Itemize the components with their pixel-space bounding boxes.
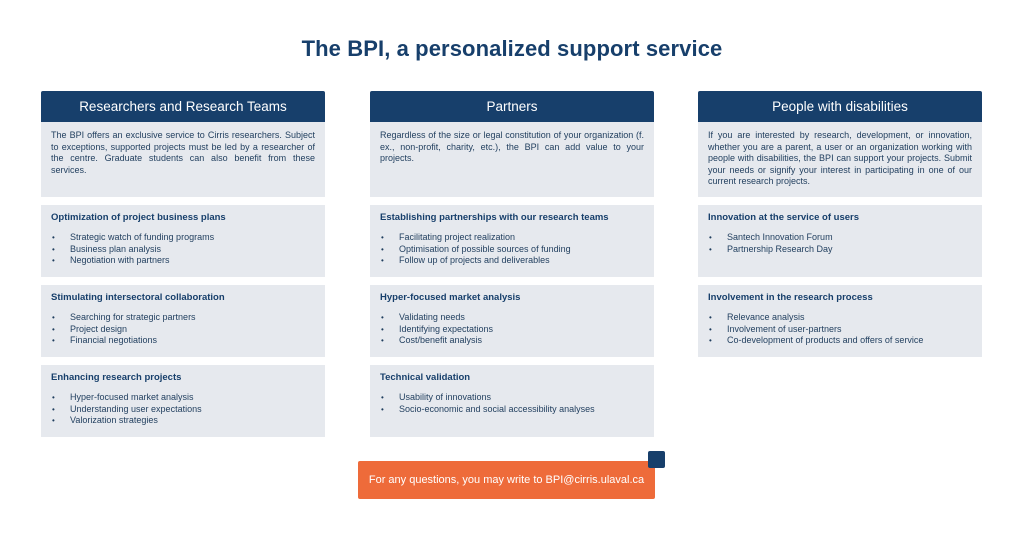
list-item: Financial negotiations (51, 335, 315, 347)
list-item: Usability of innovations (380, 392, 644, 404)
card-title: Involvement in the research process (708, 292, 873, 303)
list-item: Socio-economic and social accessibility … (380, 404, 644, 416)
service-card: Optimization of project business plans S… (41, 205, 325, 277)
card-title: Stimulating intersectoral collaboration (51, 292, 225, 303)
list-item: Partnership Research Day (708, 244, 972, 256)
service-card: Involvement in the research process Rele… (698, 285, 982, 357)
list-item: Involvement of user-partners (708, 324, 972, 336)
card-title: Establishing partnerships with our resea… (380, 212, 609, 223)
list-item: Strategic watch of funding programs (51, 232, 315, 244)
service-list: Santech Innovation Forum Partnership Res… (708, 232, 972, 255)
list-item: Facilitating project realization (380, 232, 644, 244)
service-list: Usability of innovations Socio-economic … (380, 392, 644, 415)
list-item: Co-development of products and offers of… (708, 335, 972, 347)
list-item: Valorization strategies (51, 415, 315, 427)
service-list: Facilitating project realization Optimis… (380, 232, 644, 267)
service-card: Hyper-focused market analysis Validating… (370, 285, 654, 357)
card-title: Hyper-focused market analysis (380, 292, 521, 303)
card-title: Optimization of project business plans (51, 212, 226, 223)
list-item: Business plan analysis (51, 244, 315, 256)
card-title: Innovation at the service of users (708, 212, 859, 223)
list-item: Santech Innovation Forum (708, 232, 972, 244)
list-item: Cost/benefit analysis (380, 335, 644, 347)
service-card: Stimulating intersectoral collaboration … (41, 285, 325, 357)
card-title: Enhancing research projects (51, 372, 182, 383)
column-intro: Regardless of the size or legal constitu… (370, 122, 654, 197)
contact-banner[interactable]: For any questions, you may write to BPI@… (358, 461, 655, 499)
list-item: Understanding user expectations (51, 404, 315, 416)
column-header: Researchers and Research Teams (41, 91, 325, 122)
column-partners: Partners Regardless of the size or legal… (370, 91, 654, 437)
service-list: Relevance analysis Involvement of user-p… (708, 312, 972, 347)
service-list: Searching for strategic partners Project… (51, 312, 315, 347)
list-item: Identifying expectations (380, 324, 644, 336)
list-item: Negotiation with partners (51, 255, 315, 267)
card-title: Technical validation (380, 372, 471, 383)
column-intro: If you are interested by research, devel… (698, 122, 982, 197)
service-card: Innovation at the service of users Sante… (698, 205, 982, 277)
list-item: Validating needs (380, 312, 644, 324)
service-card: Technical validation Usability of innova… (370, 365, 654, 437)
page-title: The BPI, a personalized support service (301, 36, 723, 61)
service-list: Hyper-focused market analysis Understand… (51, 392, 315, 427)
service-card: Enhancing research projects Hyper-focuse… (41, 365, 325, 437)
column-intro: The BPI offers an exclusive service to C… (41, 122, 325, 197)
list-item: Project design (51, 324, 315, 336)
list-item: Hyper-focused market analysis (51, 392, 315, 404)
column-people-with-disabilities: People with disabilities If you are inte… (698, 91, 982, 357)
decorative-square-icon (648, 451, 665, 468)
list-item: Optimisation of possible sources of fund… (380, 244, 644, 256)
service-list: Strategic watch of funding programs Busi… (51, 232, 315, 267)
list-item: Follow up of projects and deliverables (380, 255, 644, 267)
column-header: People with disabilities (698, 91, 982, 122)
service-card: Establishing partnerships with our resea… (370, 205, 654, 277)
column-header: Partners (370, 91, 654, 122)
service-list: Validating needs Identifying expectation… (380, 312, 644, 347)
list-item: Searching for strategic partners (51, 312, 315, 324)
list-item: Relevance analysis (708, 312, 972, 324)
column-researchers: Researchers and Research Teams The BPI o… (41, 91, 325, 437)
